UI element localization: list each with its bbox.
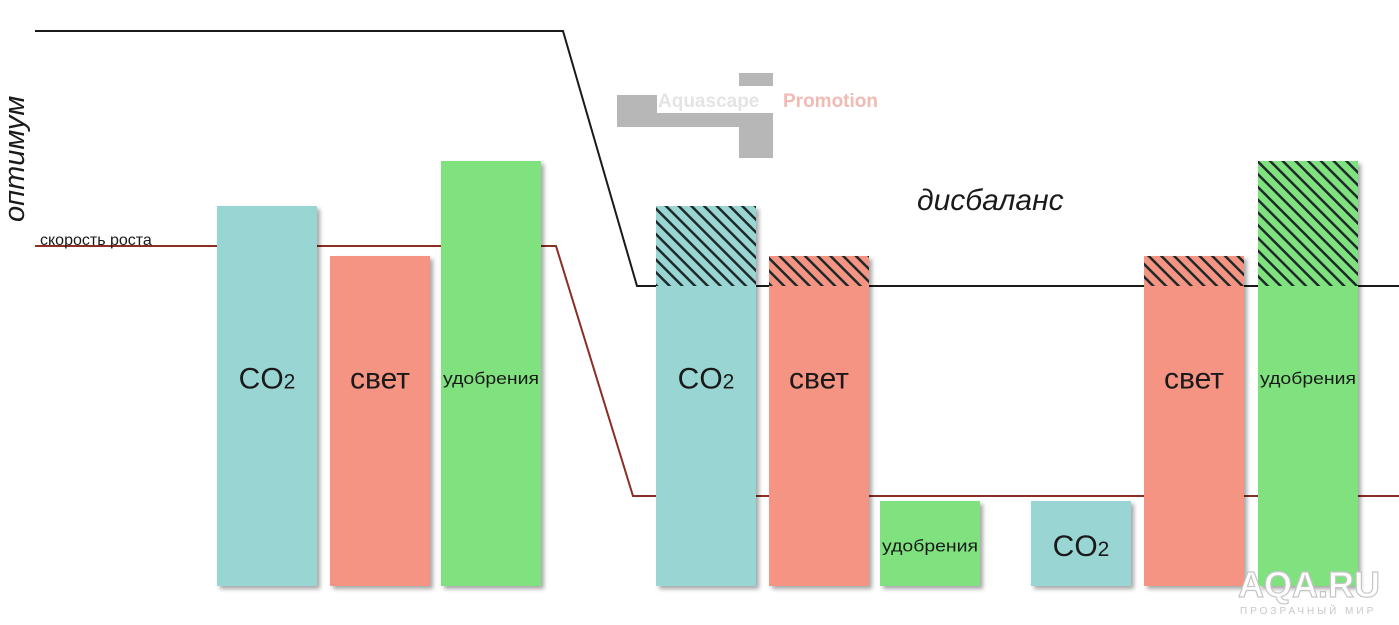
growth-rate-label: скорость роста (40, 232, 152, 249)
bar-g2-light (769, 256, 869, 586)
bar-g2-light-label: свет (789, 363, 849, 396)
site-watermark-name: AQA.RU (1238, 564, 1380, 605)
bar-g1-co2-label-subscript: 2 (284, 371, 296, 394)
optimum-label: оптимум (0, 96, 31, 222)
bar-g2-co2-label-subscript: 2 (723, 371, 735, 394)
imbalance-label: дисбаланс (917, 184, 1064, 217)
bar-g1-light-label: свет (350, 363, 410, 396)
site-watermark: AQA.RU ПРОЗРАЧНЫЙ МИР (1237, 563, 1380, 617)
watermark-text-2: Promotion (783, 91, 878, 112)
bar-g3-light-excess (1144, 256, 1244, 286)
watermark-text-1: Aquascape (658, 91, 759, 112)
bar-g1-fertilizer-label: удобрения (443, 369, 539, 388)
bar-g2-light-excess (769, 256, 869, 286)
bar-g2-fertilizer-label: удобрения (882, 536, 978, 555)
bar-g2-fertilizer (880, 501, 980, 586)
bar-g2-co2-excess (656, 206, 756, 286)
site-watermark-tagline: ПРОЗРАЧНЫЙ МИР (1240, 604, 1376, 617)
bar-g3-light (1144, 256, 1244, 586)
logo-block-right (739, 73, 773, 86)
optimum-line (35, 30, 1399, 287)
logo-block-right-low (739, 113, 773, 158)
bar-g1-light (330, 256, 430, 586)
bar-g3-co2-label-subscript: 2 (1098, 538, 1110, 561)
bar-g3-co2 (1031, 501, 1131, 586)
bar-g3-fertilizer-excess (1258, 161, 1358, 286)
bar-g1-fertilizer (441, 161, 541, 586)
bar-g3-fertilizer-label: удобрения (1260, 369, 1356, 388)
bar-g1-co2 (217, 206, 317, 586)
logo-bar-long (617, 113, 767, 127)
watermark-logo: Aquascape Promotion (617, 73, 878, 158)
bar-g3-light-label: свет (1164, 363, 1224, 396)
